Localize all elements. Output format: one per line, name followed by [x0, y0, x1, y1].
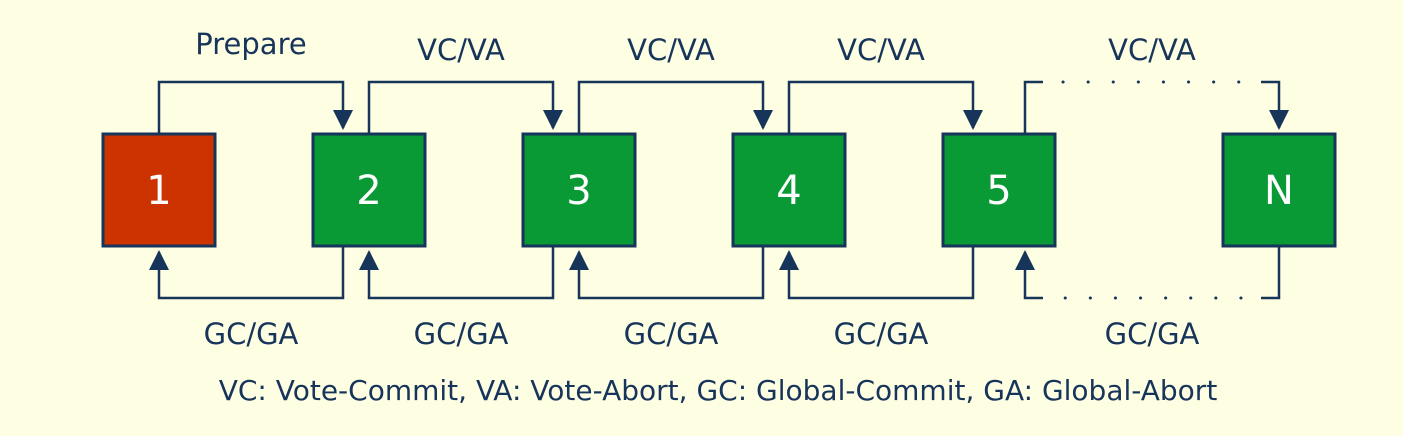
backward-arrow [359, 246, 555, 300]
backward-label: GC/GA [834, 317, 929, 351]
backward-label: GC/GA [624, 317, 719, 351]
backward-arrow [779, 246, 975, 300]
forward-label: VC/VA [417, 33, 505, 67]
forward-arrow [157, 80, 353, 134]
node-3: 3 [521, 132, 637, 248]
node-label: N [1264, 168, 1294, 214]
node-box [1221, 132, 1337, 248]
backward-arrow [149, 246, 345, 300]
backward-label: GC/GA [414, 317, 509, 351]
node-n: N [1221, 132, 1337, 248]
backward-arrow [569, 246, 765, 300]
backward-label: GC/GA [1105, 317, 1200, 351]
node-label: 3 [566, 168, 591, 214]
connector-group [149, 80, 1289, 300]
node-4: 4 [731, 132, 847, 248]
forward-arrow [787, 80, 983, 134]
node-box [101, 132, 217, 248]
node-box [521, 132, 637, 248]
backward-label: GC/GA [204, 317, 299, 351]
forward-arrow [577, 80, 773, 134]
node-label: 1 [146, 168, 171, 214]
forward-label: Prepare [195, 27, 306, 61]
forward-arrow-start [1023, 80, 1043, 134]
backward-arrow-end [1015, 250, 1043, 300]
node-box [311, 132, 427, 248]
node-label: 4 [776, 168, 801, 214]
node-box [731, 132, 847, 248]
node-label: 5 [986, 168, 1011, 214]
forward-arrow [367, 80, 563, 134]
node-label: 2 [356, 168, 381, 214]
backward-arrow-start [1261, 246, 1281, 300]
node-2: 2 [311, 132, 427, 248]
node-1: 1 [101, 132, 217, 248]
node-box [941, 132, 1057, 248]
forward-arrow-end [1261, 80, 1289, 130]
forward-label: VC/VA [837, 33, 925, 67]
node-5: 5 [941, 132, 1057, 248]
legend-text: VC: Vote-Commit, VA: Vote-Abort, GC: Glo… [219, 374, 1218, 407]
forward-label: VC/VA [1108, 33, 1196, 67]
forward-label: VC/VA [627, 33, 715, 67]
node-group: 1 2 3 4 5 N [101, 132, 1337, 248]
